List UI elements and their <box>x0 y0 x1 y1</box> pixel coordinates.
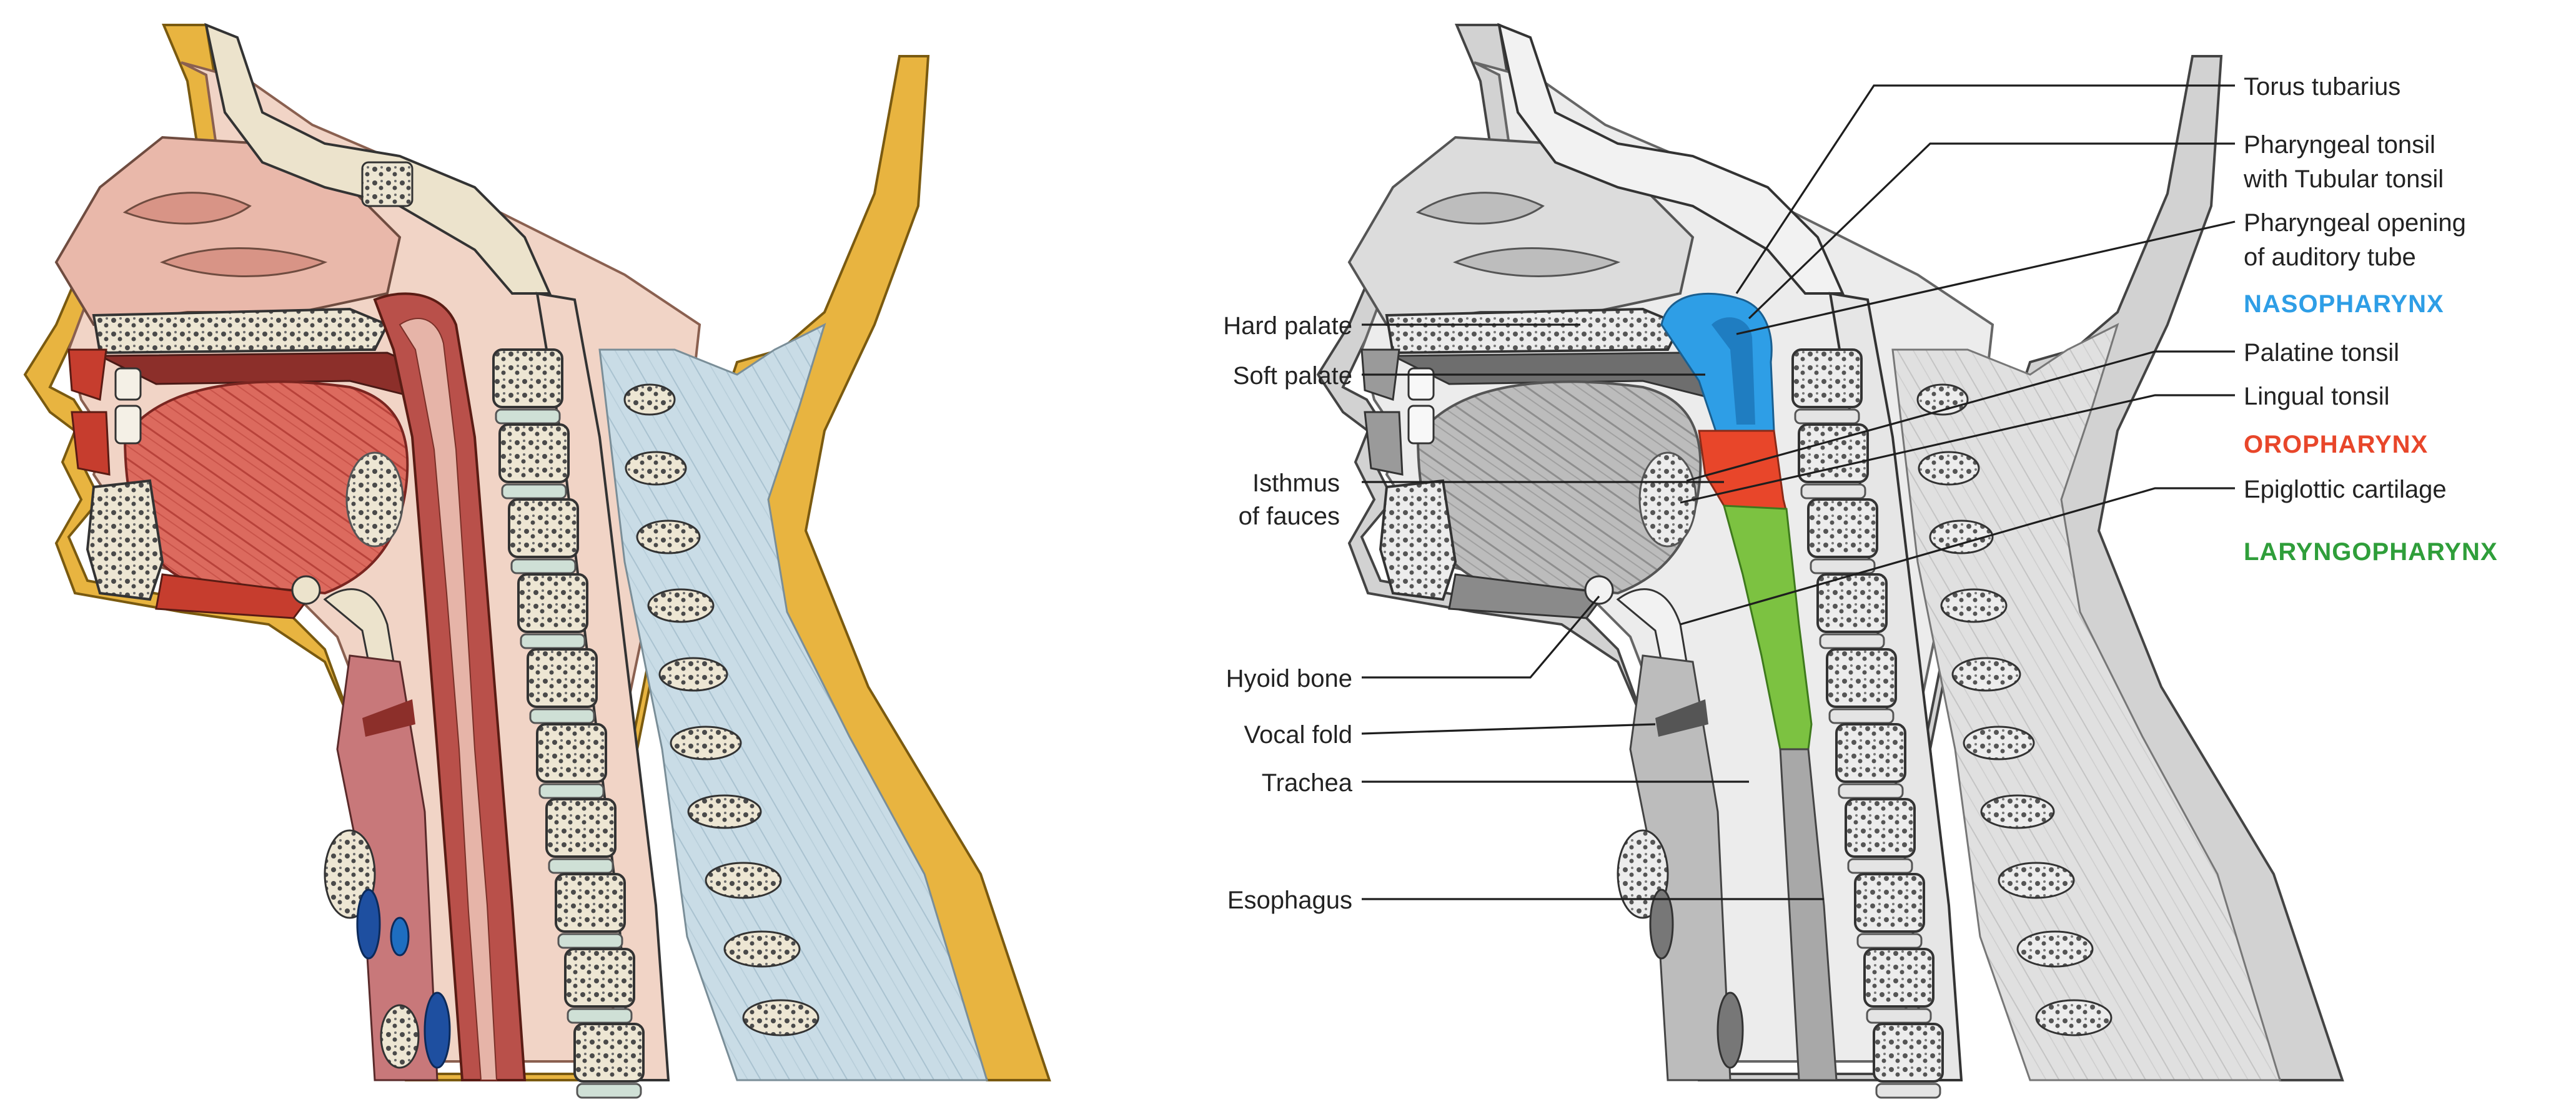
leader-lingual-tonsil <box>1680 394 2235 504</box>
label-pharyngeal-tonsil-line2: with Tubular tonsil <box>2243 165 2444 193</box>
leader-pharyngeal-tonsil <box>1748 142 2235 320</box>
label-nasopharynx: NASOPHARYNX <box>2244 290 2444 318</box>
pharynx-lumen <box>399 318 498 1081</box>
lower-lip <box>71 411 111 476</box>
skull-base <box>204 22 552 295</box>
label-laryngopharynx: LARYNGOPHARYNX <box>2244 538 2498 566</box>
hard-palate-gray <box>1385 307 1682 355</box>
label-pharyngeal-tonsil-line1: Pharyngeal tonsil <box>2244 131 2435 159</box>
neck-fascia <box>598 323 989 1081</box>
leader-vocal-fold <box>1361 723 1656 735</box>
label-torus-tubarius: Torus tubarius <box>2244 73 2400 101</box>
label-esophagus: Esophagus <box>1227 887 1352 914</box>
label-hard-palate: Hard palate <box>1223 312 1352 340</box>
label-hyoid-bone: Hyoid bone <box>1226 665 1352 692</box>
leader-palatine-tonsil <box>1686 350 2235 482</box>
label-vocal-fold: Vocal fold <box>1244 721 1352 749</box>
leader-lines <box>1361 84 2236 900</box>
leader-hyoid <box>1362 595 1600 679</box>
leader-pharyngeal-opening <box>1736 220 2236 335</box>
larynx <box>336 654 438 1081</box>
label-epiglottic-cartilage: Epiglottic cartilage <box>2244 476 2447 503</box>
palatine-tonsil-shape <box>345 451 404 548</box>
vertebral-bodies-gray <box>1791 348 1944 1099</box>
skull-base-gray <box>1497 22 1845 295</box>
vocal-fold-shape <box>362 699 415 737</box>
label-isthmus-line1: Isthmus <box>1252 470 1340 497</box>
hard-palate-bone <box>92 307 389 355</box>
pharynx-wall <box>373 292 527 1081</box>
mandible <box>86 479 164 601</box>
label-trachea: Trachea <box>1262 769 1353 797</box>
label-palatine-tonsil: Palatine tonsil <box>2244 339 2399 367</box>
label-soft-palate: Soft palate <box>1233 362 1352 390</box>
label-pharyngeal-opening-line2: of auditory tube <box>2244 244 2416 271</box>
leader-epiglottic <box>1680 487 2235 626</box>
label-oropharynx: OROPHARYNX <box>2244 431 2428 458</box>
nasal-conchae <box>122 192 328 277</box>
label-lingual-tonsil: Lingual tonsil <box>2244 383 2390 410</box>
leader-torus-tubarius <box>1735 84 2235 294</box>
upper-lip <box>67 348 107 401</box>
left-labels: Hard palate Soft palate Isthmus of fauce… <box>1223 312 1353 914</box>
label-isthmus-line2: of fauces <box>1239 503 1340 530</box>
grayscale-sagittal-illustration <box>1316 22 2344 1099</box>
hyoid <box>291 575 321 605</box>
floor-muscle <box>155 573 314 619</box>
label-pharyngeal-opening-line1: Pharyngeal opening <box>2244 209 2466 237</box>
right-labels: Torus tubarius Pharyngeal tonsil with Tu… <box>2243 73 2498 566</box>
colored-sagittal-illustration <box>23 22 1051 1099</box>
spinous-processes <box>623 383 820 1036</box>
esophagus-tube <box>1779 748 1838 1081</box>
